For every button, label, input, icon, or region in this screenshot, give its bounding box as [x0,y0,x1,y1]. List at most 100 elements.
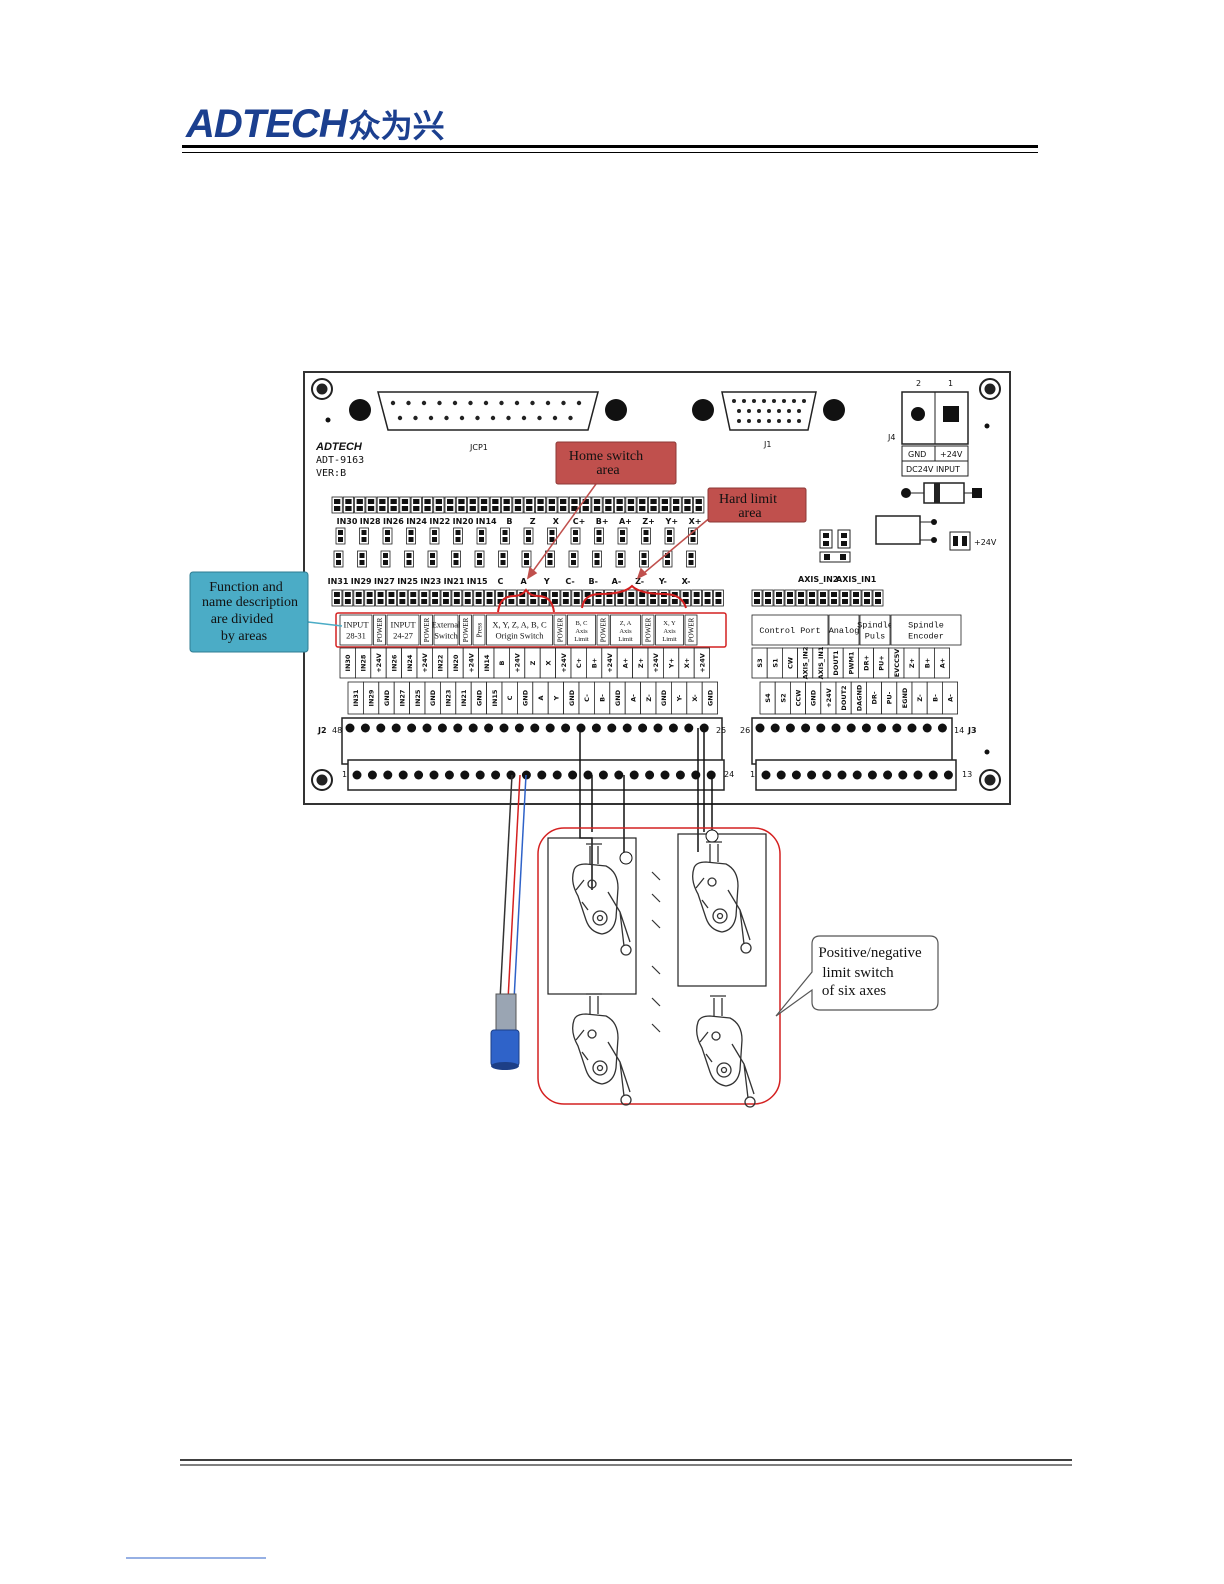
limit-switch [572,843,632,956]
area-label-box [553,614,567,646]
j3-upper-pin-label: PU+ [878,655,886,671]
j2-lower-pin-label: Z- [645,694,653,702]
j3-upper-pin-label: DOUT1 [832,650,840,676]
power-input-label: DC24V INPUT [906,465,960,474]
home-switch-callout-text-2: area [596,463,620,478]
header-pin [365,496,377,514]
area-label-box [386,614,420,646]
j2-upper-pin-label: X+ [683,658,691,668]
header-pin [659,496,671,514]
j2-upper-pin-label: IN24 [406,654,414,671]
header-pin [331,496,343,514]
j2-lower-pin-label: IN23 [445,690,453,707]
area-label-text: INPUT [343,620,369,630]
mounting-holes [311,378,1001,791]
j2-lower-pin-label: Y [552,695,560,701]
j2-lower-pin-label: IN25 [414,689,422,706]
header-pin [388,496,400,514]
j2-lower-pin-label: IN31 [352,689,360,706]
header-pin [473,589,485,607]
j2-lower-pin-label: GND [568,689,576,706]
header-pin [484,589,495,607]
header-pin [399,496,411,514]
top-row-label: Z [530,517,536,526]
header-pin [331,589,343,607]
header-pin [455,496,467,514]
j2-pin24-label: 24 [724,770,734,779]
j2-lower-pin-label: GND [429,689,437,706]
j2-pin48-label: 48 [332,726,342,735]
area-label-box [596,614,610,646]
j2-upper-pin-label-cell [693,647,711,679]
header-pin [713,589,724,607]
header-pin [418,589,430,607]
j4-label: J4 [887,433,895,442]
j2-lower-pin-label: GND [660,689,668,706]
header-pin [702,589,713,607]
j2-upper-pin-label: IN20 [452,654,460,671]
j2-upper-pin-label: Z [529,660,537,665]
right-area-label-text: Puls [865,632,885,642]
top-row-label: IN20 [453,517,474,526]
j2-lower-pin-label: X- [691,694,699,701]
second-row-label: C- [565,577,574,586]
j3-upper-pin-label: A+ [939,658,947,668]
bottom-header-row [331,589,884,607]
header-pin [364,589,376,607]
second-row-label: Z- [635,577,644,586]
top-row-label: B [506,517,512,526]
j1-connector [692,391,845,431]
j2-pin1-label: 1 [342,770,347,779]
area-label-text: External [432,620,461,630]
j3-upper-pin-label: B+ [923,658,931,668]
board-version: VER:B [316,468,346,479]
limit-switch [692,841,752,954]
area-label-text: POWER [600,617,608,642]
j2-lower-pin-label: GND [522,689,530,706]
j2-upper-pin-label: +24V [652,653,660,673]
header-pin [658,589,670,607]
j2-upper-pin-label: +24V [421,653,429,673]
header-pin [571,589,583,607]
second-row-label: Y- [658,577,667,586]
ellipsis-dashes [651,871,661,1033]
header-pin [591,496,603,514]
area-label-text: POWER [376,617,384,642]
j2-lower-pin-label: GND [706,689,714,706]
header-pin [444,496,456,514]
callout-pointers [526,483,713,580]
limit-switch-callout-text-2: limit switch [822,965,894,981]
j2-lower-pin-label: IN29 [368,689,376,706]
j2-upper-pin-label: +24V [514,653,522,673]
second-row-label: Y [543,577,550,586]
area-label-text: Limit [618,636,633,643]
j2-lower-pin-label: C- [583,694,591,702]
j2-lower-pin-label: C [506,695,514,700]
j2-lower-pin-label: A- [629,694,637,702]
area-label-text: INPUT [390,620,416,630]
area-label-text: Limit [574,636,589,643]
j4-pin1-label: 1 [948,379,953,388]
diode-component [901,482,982,504]
j2-upper-pin-label: +24V [698,653,706,673]
j2-upper-pin-label: B [498,660,506,665]
j3-lower-pin-label-cell [942,681,959,715]
j2-lower-pin-label: IN15 [491,689,499,706]
area-label-text: Limit [662,636,677,643]
j3-lower-pin-label: DR- [871,691,879,704]
area-label-box [420,614,433,646]
function-area-frame [335,612,727,648]
header-pin [557,496,569,514]
j3-lower-pin-label: DOUT2 [840,685,848,710]
header-pin [636,496,648,514]
function-callout [189,571,309,653]
top-row-label: B+ [596,517,609,526]
second-row-label: IN23 [420,577,441,586]
